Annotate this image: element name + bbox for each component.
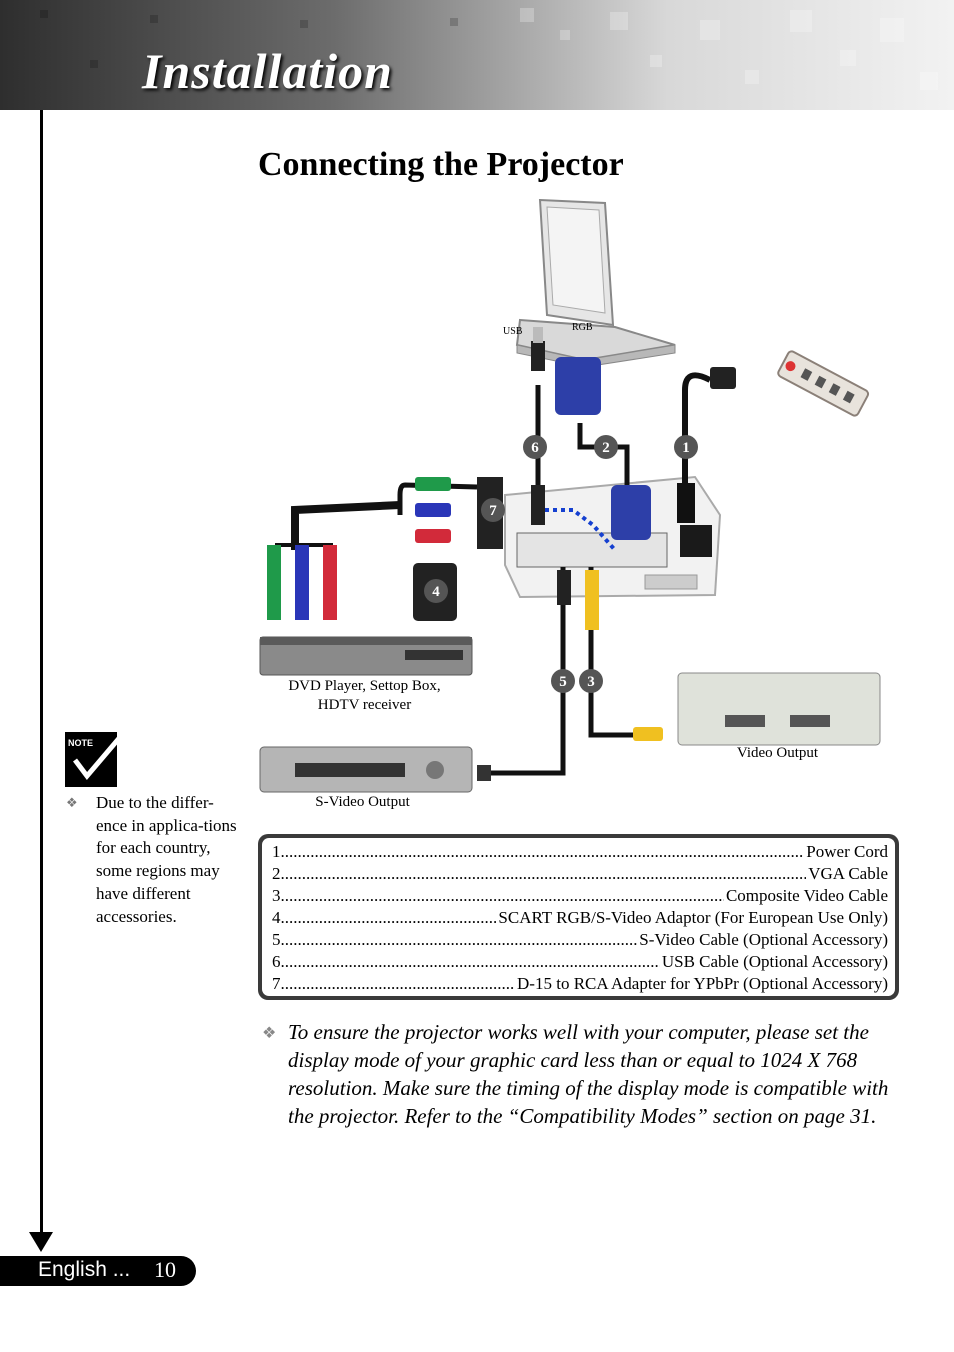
connection-diagram: 1 2 3 4 5 6 7 [259,198,881,793]
svideo-output-label: S-Video Output [315,794,410,810]
callout-6 [523,435,547,459]
footer-language: English ... [38,1258,131,1281]
rgb-port-label: RGB [572,322,593,333]
note-icon: NOTE [63,730,125,790]
svg-text:7: 7 [489,503,497,519]
legend-item: 1.Power Cord [272,841,888,863]
svg-text:1: 1 [682,440,690,456]
page-footer: English ... 10 [0,1256,196,1286]
vcr-illustration [677,672,881,746]
callout-2 [594,435,618,459]
laptop-illustration [515,198,676,368]
svg-text:NOTE: NOTE [68,738,93,748]
legend-item: 2.VGA Cable [272,863,888,885]
header-banner: Installation [0,0,954,110]
power-strip-illustration [777,350,870,417]
section-title: Installation [142,43,393,99]
cable-legend: 1.Power Cord 2.VGA Cable 3.Composite Vid… [258,834,899,1000]
margin-rule-arrow [29,1232,53,1252]
video-output-label: Video Output [736,745,819,761]
svg-text:5: 5 [559,674,567,690]
legend-item: 3.Composite Video Cable [272,885,888,907]
legend-item: 5.S-Video Cable (Optional Accessory) [272,929,888,951]
usb-port-label: USB [503,326,523,337]
svg-text:4: 4 [432,584,440,600]
svg-text:2: 2 [602,440,610,456]
diamond-bullet-icon: ❖ [262,1025,277,1042]
page-heading: Connecting the Projector [258,146,624,183]
legend-item: 7.D-15 to RCA Adapter for YPbPr (Optiona… [272,973,888,995]
callout-1 [674,435,698,459]
legend-item: 4.SCART RGB/S-Video Adaptor (For Europea… [272,907,888,929]
callout-4 [424,579,448,603]
svg-text:6: 6 [531,440,539,456]
margin-rule [40,110,43,1238]
legend-item: 6.USB Cable (Optional Accessory) [272,951,888,973]
diamond-bullet-icon: ❖ [66,795,78,810]
svideo-player-illustration [259,746,473,793]
svg-text:3: 3 [587,674,595,690]
callout-5 [551,669,575,693]
dvd-player-label: DVD Player, Settop Box, HDTV receiver [288,678,441,713]
callout-3 [579,669,603,693]
callout-7 [481,498,505,522]
dvd-player-illustration [259,636,473,676]
banner-texture [40,8,938,90]
page-number: 10 [154,1257,176,1282]
